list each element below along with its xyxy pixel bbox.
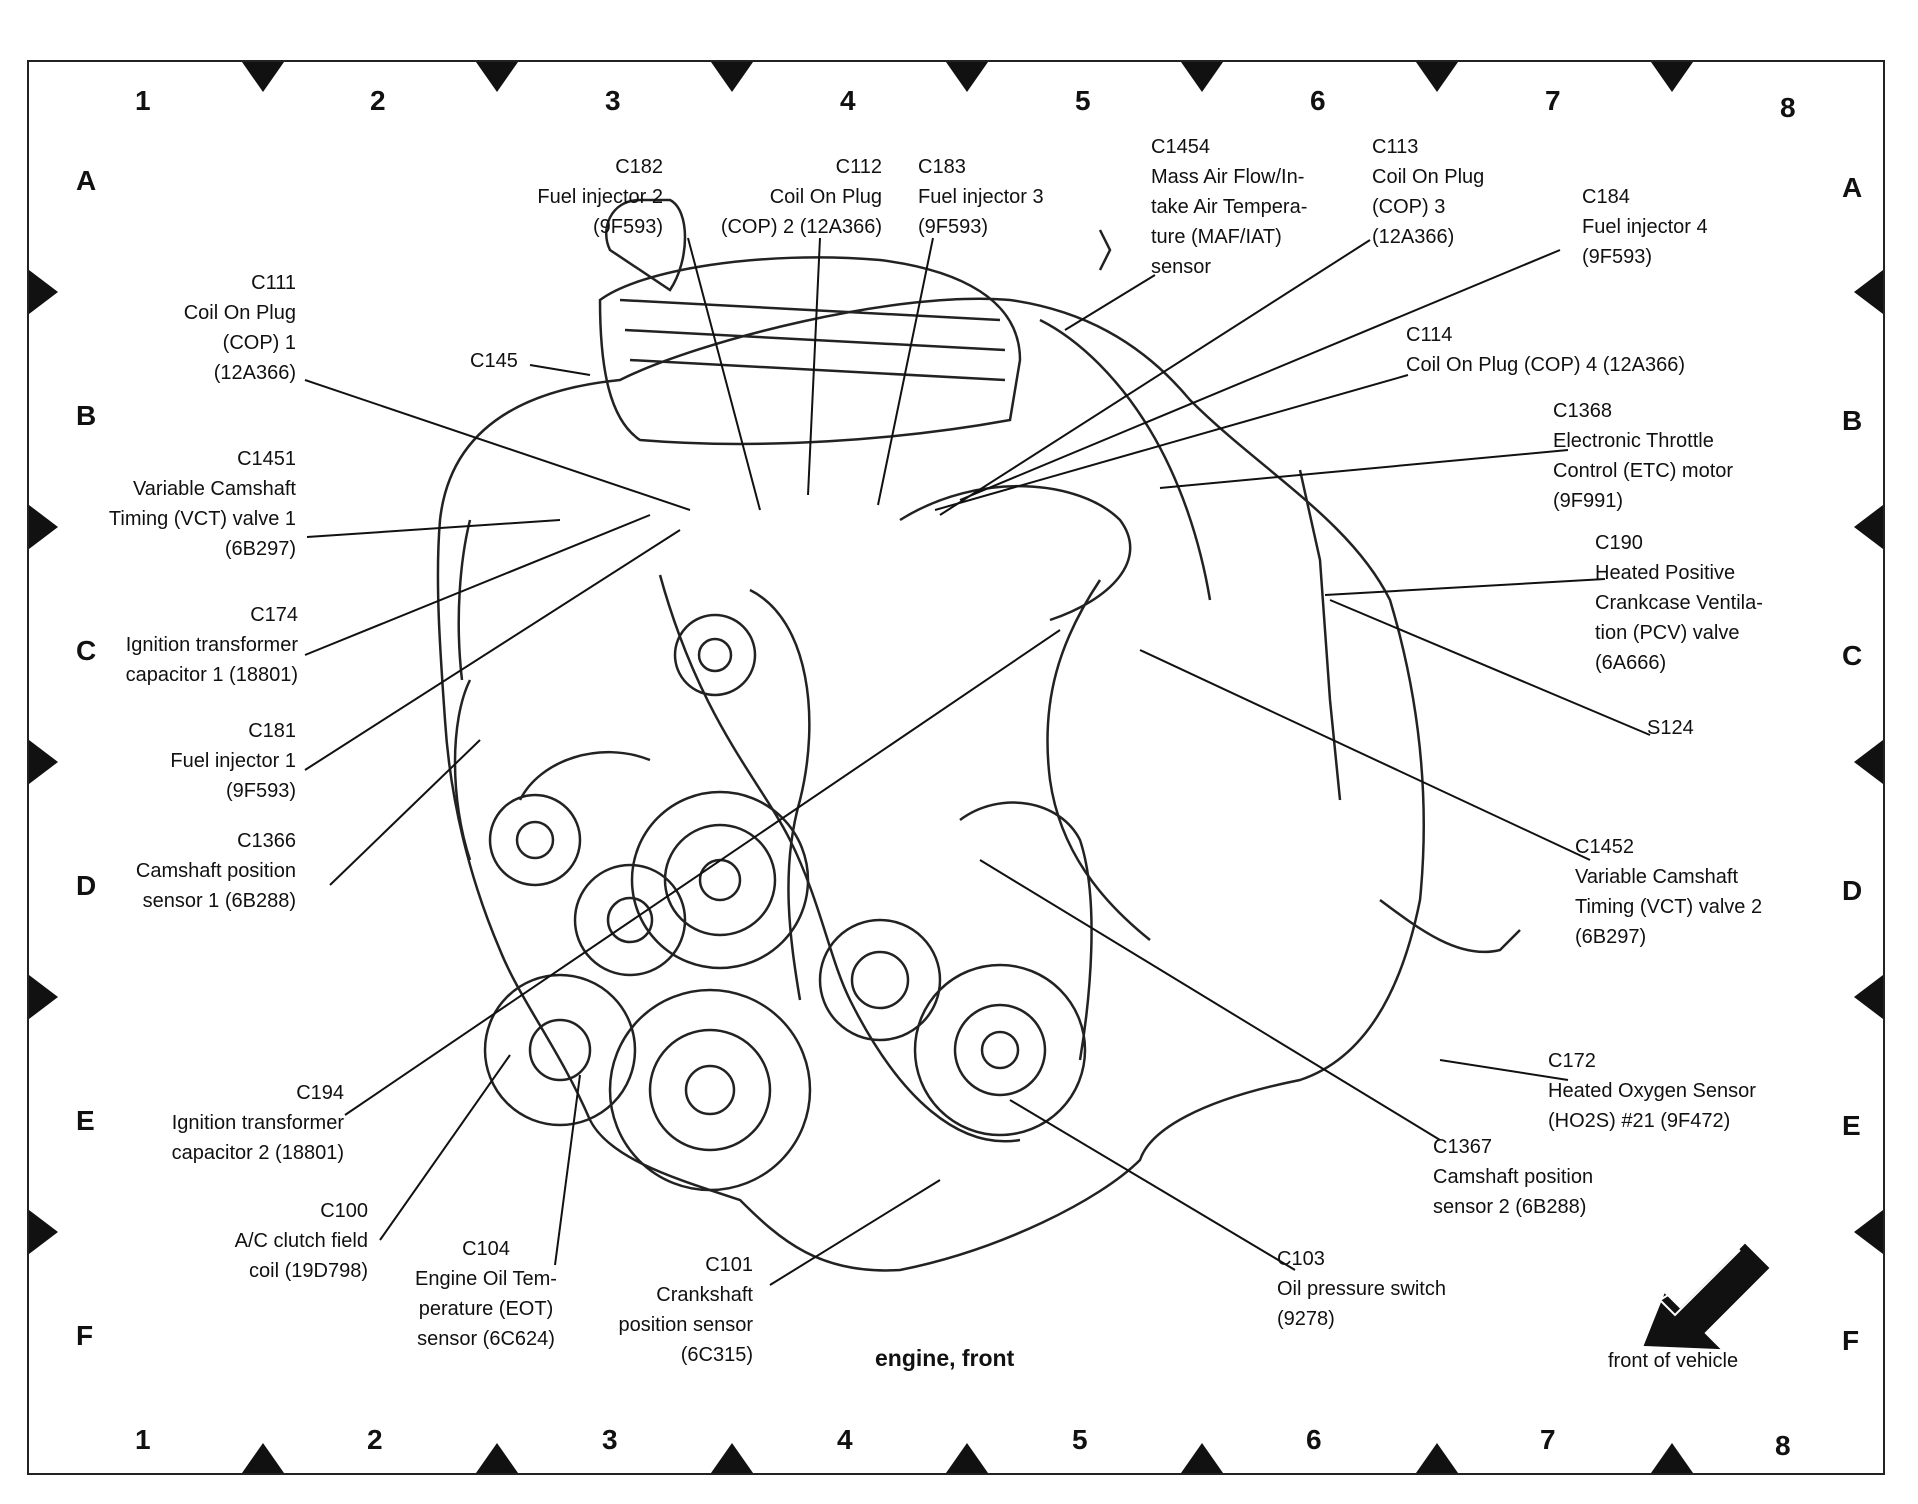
label-c111: C111 Coil On Plug (COP) 1 (12A366) [183, 272, 296, 384]
label-c172: C172 Heated Oxygen Sensor (HO2S) #21 (9F… [1548, 1050, 1756, 1132]
label-c184: C184 Fuel injector 4 (9F593) [1582, 186, 1708, 268]
label-c113: C113 Coil On Plug (COP) 3 (12A366) [1372, 136, 1485, 248]
grid-col-7-bottom: 7 [1540, 1424, 1556, 1455]
label-c1454: C1454 Mass Air Flow/In- take Air Tempera… [1151, 136, 1308, 278]
grid-col-1-top: 1 [135, 85, 151, 116]
grid-col-8-top: 8 [1780, 92, 1796, 123]
grid-col-2-top: 2 [370, 85, 386, 116]
diagram-caption: engine, front [875, 1345, 1015, 1371]
label-c182: C182 Fuel injector 2 (9F593) [537, 156, 663, 238]
grid-row-f-right: F [1842, 1325, 1860, 1356]
label-c181: C181 Fuel injector 1 (9F593) [170, 720, 296, 802]
label-c1368: C1368 Electronic Throttle Control (ETC) … [1553, 400, 1734, 512]
label-s124: S124 [1647, 717, 1694, 739]
grid-col-7-top: 7 [1545, 85, 1561, 116]
grid-row-e-right: E [1842, 1110, 1861, 1141]
grid-col-5-top: 5 [1075, 85, 1091, 116]
grid-row-b-right: B [1842, 405, 1863, 436]
grid-row-a-left: A [76, 165, 97, 196]
border-markers [29, 62, 1883, 1473]
front-of-vehicle-label: front of vehicle [1608, 1350, 1739, 1372]
label-c145: C145 [470, 350, 518, 372]
grid-col-4-top: 4 [840, 85, 856, 116]
grid-row-d-right: D [1842, 875, 1863, 906]
grid-row-c-left: C [76, 635, 97, 666]
grid-row-f-left: F [76, 1320, 94, 1351]
label-c104: C104 Engine Oil Tem- perature (EOT) sens… [415, 1238, 557, 1350]
label-c103: C103 Oil pressure switch (9278) [1277, 1248, 1446, 1330]
label-c114: C114 Coil On Plug (COP) 4 (12A366) [1406, 324, 1686, 376]
grid-col-4-bottom: 4 [837, 1424, 853, 1455]
label-c1366: C1366 Camshaft position sensor 1 (6B288) [135, 830, 296, 912]
leader-lines [304, 237, 1651, 1286]
grid-row-e-left: E [76, 1105, 95, 1136]
grid-row-d-left: D [76, 870, 97, 901]
engine-outline [436, 198, 1521, 1272]
grid-col-6-bottom: 6 [1306, 1424, 1322, 1455]
grid-row-a-right: A [1842, 172, 1863, 203]
label-c190: C190 Heated Positive Crankcase Ventila- … [1595, 532, 1763, 674]
grid-col-6-top: 6 [1310, 85, 1326, 116]
grid-col-8-bottom: 8 [1775, 1430, 1791, 1461]
grid-col-2-bottom: 2 [367, 1424, 383, 1455]
label-c194: C194 Ignition transformer capacitor 2 (1… [171, 1082, 344, 1164]
front-of-vehicle-arrow-icon [1643, 1243, 1770, 1350]
pulleys [483, 574, 1087, 1192]
grid-row-c-right: C [1842, 640, 1863, 671]
label-c100: C100 A/C clutch field coil (19D798) [234, 1200, 368, 1282]
label-c174: C174 Ignition transformer capacitor 1 (1… [125, 604, 298, 686]
grid-row-b-left: B [76, 400, 97, 431]
label-c101: C101 Crankshaft position sensor (6C315) [618, 1254, 753, 1366]
diagram-frame [27, 60, 1885, 1475]
grid-col-1-bottom: 1 [135, 1424, 151, 1455]
grid-col-5-bottom: 5 [1072, 1424, 1088, 1455]
grid-col-3-bottom: 3 [602, 1424, 618, 1455]
label-c1452: C1452 Variable Camshaft Timing (VCT) val… [1575, 836, 1763, 948]
label-c112: C112 Coil On Plug (COP) 2 (12A366) [720, 156, 882, 238]
label-c183: C183 Fuel injector 3 (9F593) [918, 156, 1044, 238]
label-c1367: C1367 Camshaft position sensor 2 (6B288) [1433, 1136, 1594, 1218]
grid-col-3-top: 3 [605, 85, 621, 116]
label-c1451: C1451 Variable Camshaft Timing (VCT) val… [108, 448, 296, 560]
